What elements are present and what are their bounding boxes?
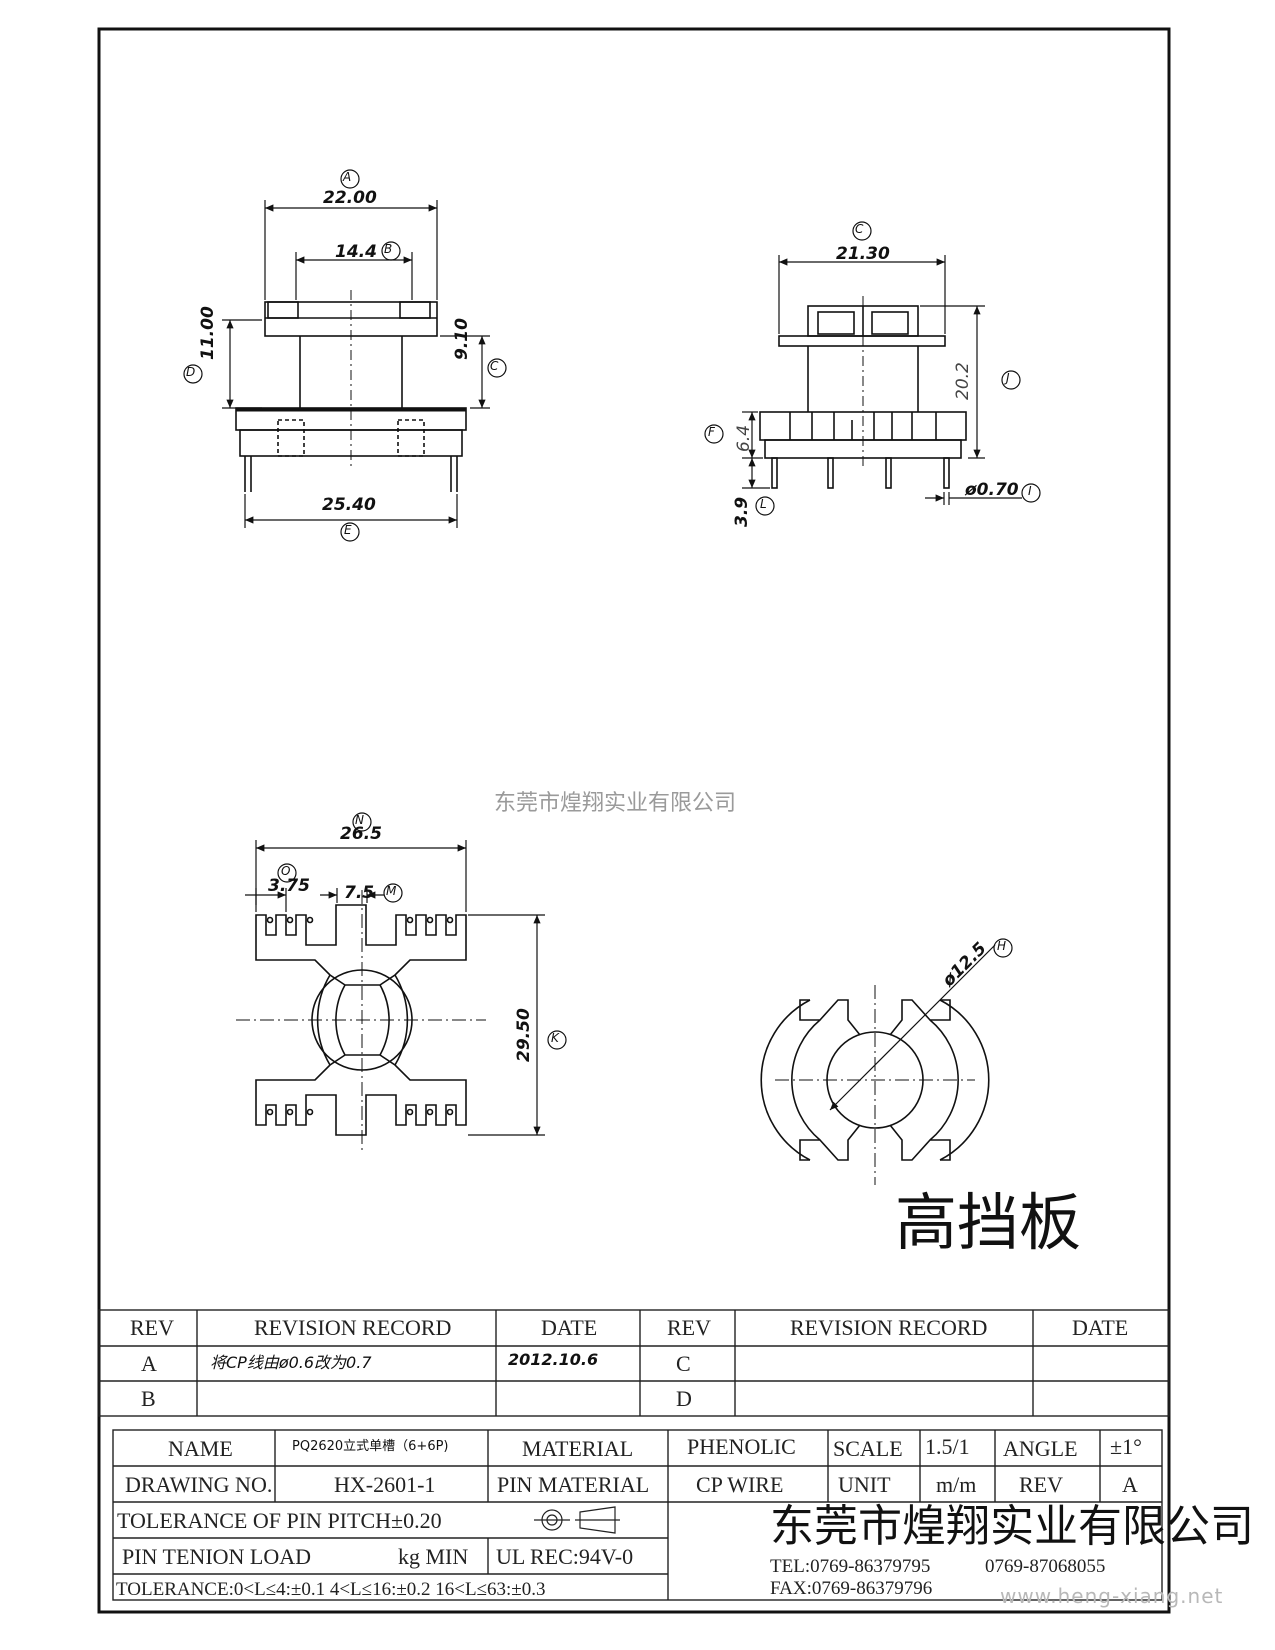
name-label: NAME (168, 1436, 233, 1461)
dim-f-value: 6.4 (734, 424, 754, 452)
side-view-dimensions (742, 255, 1022, 505)
marker-c2: C (855, 222, 864, 236)
marker-d: D (186, 365, 196, 379)
front-view (235, 290, 467, 492)
drawing-no-label: DRAWING NO. (125, 1472, 273, 1497)
pin-tension-load: PIN TENION LOAD (122, 1544, 312, 1569)
marker-l: L (760, 497, 767, 511)
sheet-border (97, 27, 1171, 1614)
rev-header-2: REV (667, 1315, 711, 1340)
end-plate-markers (993, 938, 1013, 958)
big-label: 高挡板 (895, 1186, 1082, 1259)
pin-tension-unit: kg MIN (398, 1544, 469, 1569)
unit-label: UNIT (838, 1472, 891, 1497)
pin-material-label: PIN MATERIAL (497, 1472, 650, 1497)
angle-value: ±1° (1110, 1434, 1142, 1459)
material-value: PHENOLIC (687, 1434, 796, 1459)
marker-f: F (708, 425, 715, 439)
front-view-dimensions (222, 200, 490, 528)
scale-value: 1.5/1 (925, 1434, 970, 1459)
dim-i-value: ø0.70 (965, 480, 1019, 500)
end-plate-dimensions (829, 944, 996, 1111)
watermark-company: 东莞市煌翔实业有限公司 (494, 791, 737, 816)
marker-e: E (344, 523, 352, 537)
angle-label: ANGLE (1003, 1436, 1078, 1461)
dim-n-value: 26.5 (340, 824, 382, 844)
marker-k: K (551, 1031, 559, 1045)
side-view (759, 296, 967, 489)
dim-j-value: 20.2 (953, 362, 973, 400)
dim-d-value: 11.00 (198, 306, 218, 360)
rev-row-a-record: 将CP线由ø0.6改为0.7 (210, 1353, 372, 1372)
marker-c: C (490, 359, 499, 373)
dim-c-value: 9.10 (452, 318, 472, 360)
end-plate-view (760, 985, 990, 1185)
company-name: 东莞市煌翔实业有限公司 (770, 1501, 1254, 1552)
website-watermark: www.heng-xiang.net (1000, 1584, 1224, 1608)
revision-table-grid (98, 1309, 1170, 1417)
revision-record-header-1: REVISION RECORD (254, 1315, 452, 1340)
material-label: MATERIAL (522, 1436, 634, 1461)
rev-row-a-rev: A (141, 1351, 157, 1376)
rev-row-a-rev2: C (676, 1351, 691, 1376)
rev-header-1: REV (130, 1315, 174, 1340)
projection-symbol (534, 1506, 620, 1534)
dim-k-value: 29.50 (514, 1008, 534, 1062)
company-tel: TEL:0769-86379795 (770, 1556, 931, 1577)
ul-rec: UL REC:94V-0 (496, 1544, 634, 1569)
tolerance-general: TOLERANCE:0<L≤4:±0.1 4<L≤16:±0.2 16<L≤63… (116, 1579, 546, 1600)
marker-h: H (997, 939, 1007, 953)
dim-m-value: 7.5 (344, 883, 375, 903)
marker-j: J (1006, 371, 1010, 385)
marker-o: O (281, 864, 291, 878)
front-view-markers (183, 169, 507, 542)
scale-label: SCALE (833, 1436, 903, 1461)
marker-n: N (355, 813, 364, 827)
side-view-markers (704, 221, 1041, 516)
pin-material-value: CP WIRE (696, 1472, 784, 1497)
bottom-view-markers (277, 812, 567, 1050)
marker-i: I (1028, 484, 1032, 498)
rev-label: REV (1019, 1472, 1063, 1497)
rev-row-b-rev: B (141, 1386, 156, 1411)
dim-b-value: 14.4 (335, 242, 377, 262)
dim-o-value: 3.75 (268, 876, 310, 896)
dim-l-value: 3.9 (732, 496, 752, 527)
dim-e-value: 25.40 (322, 495, 376, 515)
bottom-view-dimensions (245, 840, 545, 1136)
rev-row-b-rev2: D (676, 1386, 692, 1411)
dim-c2-value: 21.30 (836, 244, 890, 264)
marker-m: M (386, 884, 397, 898)
tolerance-pin-pitch: TOLERANCE OF PIN PITCH±0.20 (117, 1508, 442, 1533)
unit-value: m/m (936, 1472, 977, 1497)
marker-b: B (384, 242, 393, 256)
drawing-no-value: HX-2601-1 (334, 1472, 436, 1497)
date-header-1: DATE (541, 1315, 598, 1340)
name-value: PQ2620立式单槽（6+6P) (292, 1439, 449, 1454)
rev-value: A (1122, 1472, 1138, 1497)
marker-a: A (343, 170, 352, 184)
company-fax: FAX:0769-86379796 (770, 1578, 933, 1599)
rev-row-a-date: 2012.10.6 (508, 1350, 599, 1369)
company-tel2: 0769-87068055 (985, 1556, 1106, 1577)
title-block-grid (112, 1429, 1163, 1601)
date-header-2: DATE (1072, 1315, 1129, 1340)
dim-a-value: 22.00 (323, 188, 377, 208)
bottom-view (236, 890, 486, 1150)
revision-record-header-2: REVISION RECORD (790, 1315, 988, 1340)
